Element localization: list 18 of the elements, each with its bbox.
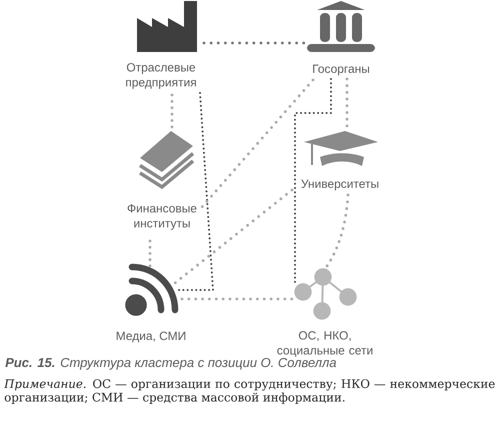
caption: Рис. 15. Структура кластера с позиции О. Солвелла xyxy=(5,358,336,370)
dotted-line xyxy=(174,188,294,284)
node-label: Отраслевые предприятия xyxy=(126,63,196,89)
node-label: Финансовые институты xyxy=(128,204,196,230)
dotted-line xyxy=(326,194,350,268)
dotted-line xyxy=(346,78,348,128)
dotted-line xyxy=(294,78,332,284)
dotted-line xyxy=(170,94,174,128)
dotted-line xyxy=(202,42,306,44)
node-label: ОС, НКО, социальные сети xyxy=(277,331,372,357)
dotted-line xyxy=(180,298,294,300)
node-label: Госорганы xyxy=(313,64,370,76)
note: Примечание. ОС — организации по сотрудничеству; НКО — некоммерческие организации; СМИ — средства массовой информации. xyxy=(4,379,495,404)
node-label: Медиа, СМИ xyxy=(116,332,186,342)
dotted-line xyxy=(200,78,314,208)
dotted-line xyxy=(177,92,214,291)
node-label: Университеты xyxy=(301,180,378,190)
dotted-line xyxy=(148,240,152,268)
